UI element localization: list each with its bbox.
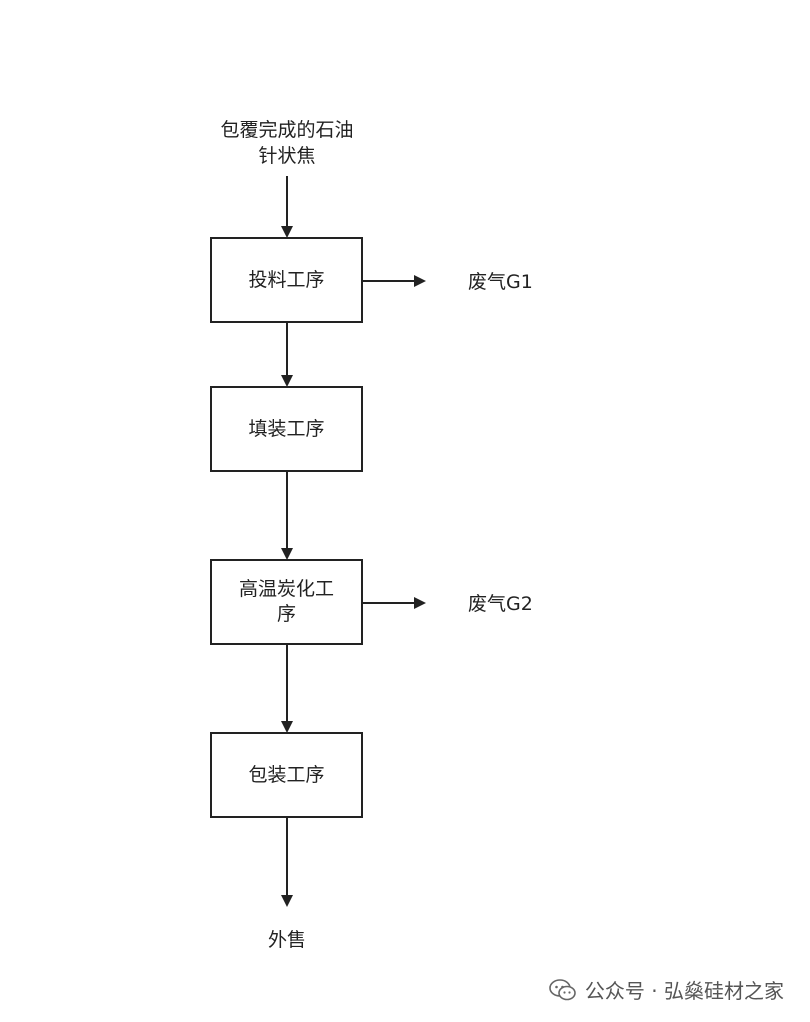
step-box-packaging: [210, 732, 363, 818]
step-box-filling: [210, 386, 363, 472]
step-label-carbonization-text: 高温炭化工 序: [238, 578, 334, 625]
input-label-line1: 包覆完成的石油: [220, 119, 354, 141]
wechat-icon: [549, 978, 576, 1000]
input-label-line2: 针状焦: [258, 145, 316, 167]
watermark-text: 公众号 · 弘燊硅材之家: [584, 979, 784, 1003]
step-label-packaging-text: 包装工序: [248, 763, 325, 786]
output-label: 外售: [267, 929, 306, 951]
step-label-packaging: 包装工序: [211, 733, 362, 817]
emission-label-g2: 废气G2: [468, 593, 533, 615]
step-label-feeding-text: 投料工序: [248, 268, 325, 291]
step-box-carbonization: [210, 559, 363, 645]
watermark: 公众号 · 弘燊硅材之家: [549, 975, 784, 1004]
emission-label-g1: 废气G1: [468, 271, 533, 293]
step-label-filling: 填装工序: [211, 387, 362, 471]
step-label-feeding: 投料工序: [211, 238, 362, 322]
step-label-carbonization: 高温炭化工 序: [211, 560, 362, 644]
step-label-filling-text: 填装工序: [248, 417, 325, 440]
